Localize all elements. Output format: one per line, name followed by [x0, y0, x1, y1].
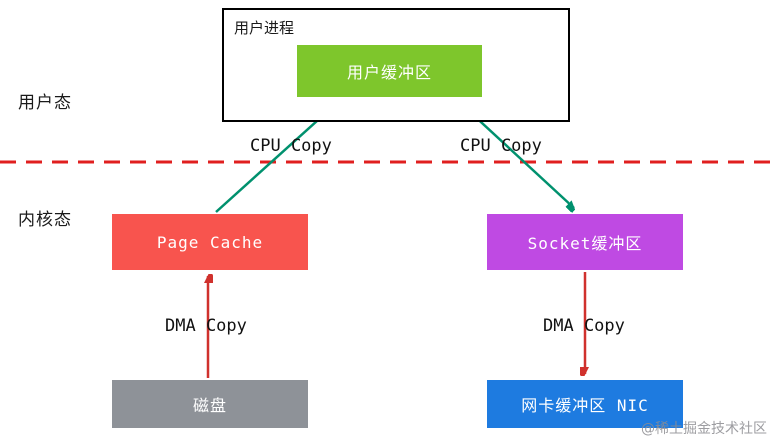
user-mode-label: 用户态 — [18, 93, 72, 113]
dma-copy-left-label: DMA Copy — [165, 316, 247, 336]
dma-copy-right-label: DMA Copy — [543, 316, 625, 336]
socket-buffer-node: Socket缓冲区 — [487, 214, 683, 270]
nic-buffer-node: 网卡缓冲区 NIC — [487, 380, 683, 428]
cpu-copy-left-label: CPU Copy — [250, 136, 332, 156]
user-process-title: 用户进程 — [234, 19, 295, 37]
page-cache-node: Page Cache — [112, 214, 308, 270]
disk-node: 磁盘 — [112, 380, 308, 428]
cpu-copy-right-label: CPU Copy — [460, 136, 542, 156]
watermark: @稀土掘金技术社区 — [641, 421, 767, 437]
kernel-mode-label: 内核态 — [18, 210, 72, 230]
user-buffer-node: 用户缓冲区 — [297, 45, 482, 97]
